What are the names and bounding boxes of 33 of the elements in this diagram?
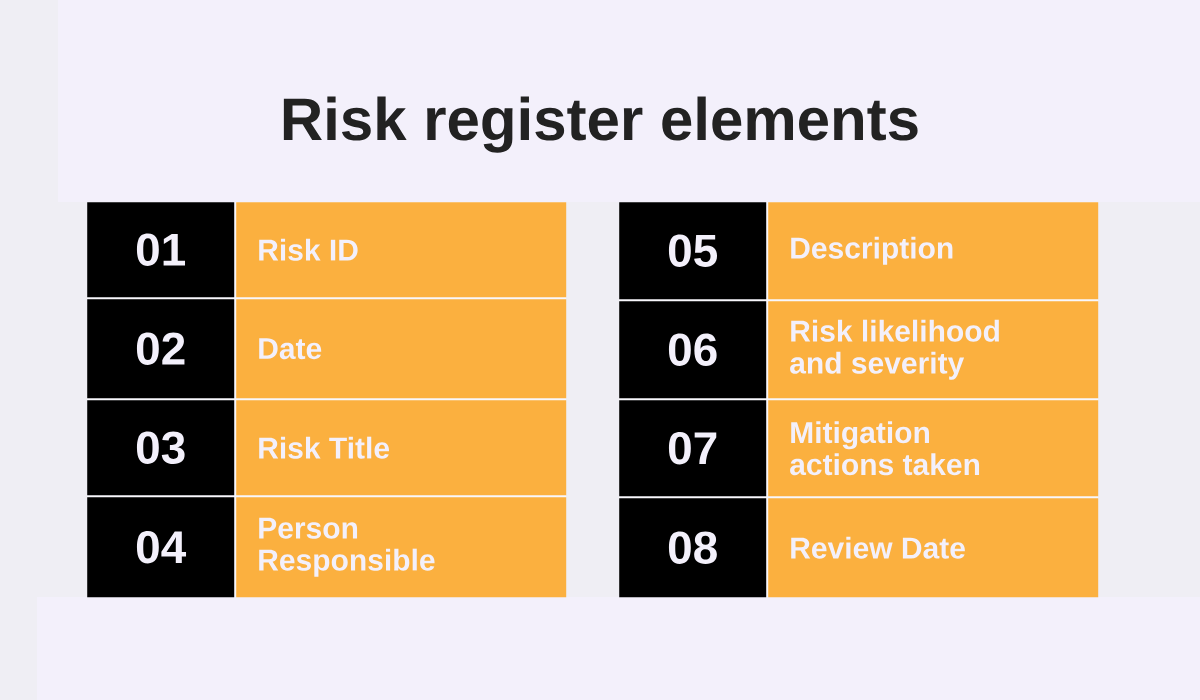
label-box: Review Date <box>768 498 1099 598</box>
label-box: Mitigation actions taken <box>768 400 1099 497</box>
node-label: Mitigation actions taken <box>790 421 980 476</box>
title: Risk register elements <box>283 96 918 153</box>
node-label: Risk Title <box>259 436 390 459</box>
label-box: Date <box>236 299 567 399</box>
node-label: Description <box>791 236 953 265</box>
number-box: 05 <box>619 202 767 300</box>
number-box: 01 <box>87 202 235 298</box>
number-box: 03 <box>87 400 235 496</box>
label-box: Description <box>768 202 1099 300</box>
label-box: Person Responsible <box>236 497 567 598</box>
node-label: 01 <box>136 233 186 266</box>
node-label: 05 <box>668 234 718 267</box>
node-label: 08 <box>668 531 717 564</box>
node-label: 07 <box>668 431 717 465</box>
number-box: 06 <box>619 301 767 399</box>
label-box: Risk Title <box>236 400 567 496</box>
node-label: Risk likelihood and severity <box>790 319 999 380</box>
node-label: 03 <box>136 431 185 465</box>
label-box: Risk ID <box>236 202 567 298</box>
node-label: Risk ID <box>259 238 358 261</box>
label-box: Risk likelihood and severity <box>768 301 1099 399</box>
number-box: 04 <box>87 497 235 598</box>
node-label: 02 <box>136 332 185 365</box>
node-label: Person Responsible <box>259 517 435 577</box>
number-box: 07 <box>619 400 767 497</box>
number-box: 08 <box>619 498 767 598</box>
number-box: 02 <box>87 299 235 399</box>
node-label: 06 <box>668 333 717 366</box>
node-label: Date <box>259 338 322 360</box>
node-label: 04 <box>136 530 187 564</box>
node-label: Review Date <box>791 536 965 559</box>
